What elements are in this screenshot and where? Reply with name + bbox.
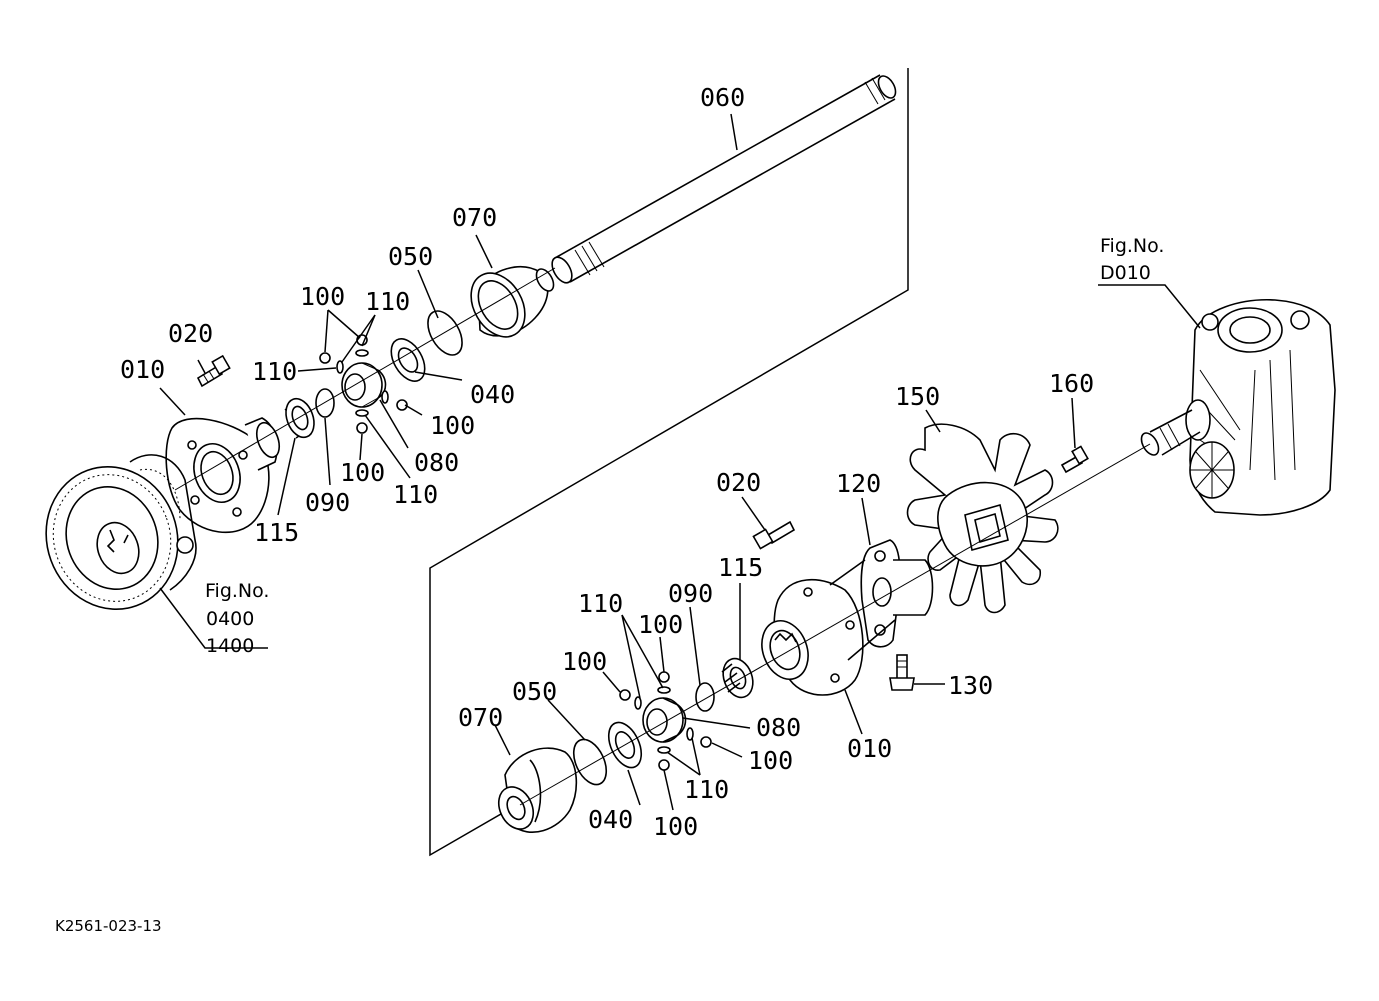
bolt-130 [889,654,915,691]
label-150: 150 [895,382,940,411]
label-010-upper: 010 [120,355,165,384]
label-060: 060 [700,83,745,112]
label-100-lower-c: 100 [748,746,793,775]
joint-080 [341,362,387,408]
diagram-code: K2561-023-13 [55,917,162,935]
pulley-housing [45,454,197,611]
label-020-upper: 020 [168,319,213,348]
label-115-upper: 115 [254,518,299,547]
boot-070 [470,266,555,338]
label-100-upper-c: 100 [340,458,385,487]
label-115-lower: 115 [718,553,763,582]
label-110-upper-a: 110 [365,287,410,316]
flange-010-upper [165,417,281,534]
figref-upper-right-line1: Fig.No. [1100,235,1164,257]
circlip-050-lower [572,738,608,786]
transmission-housing [1140,299,1336,516]
snap-ring-090 [315,388,335,418]
fan-150 [906,423,1059,614]
label-080-upper: 080 [414,448,459,477]
figref-upper-left-line2: 0400 [206,608,254,630]
joint-080-lower [642,697,687,743]
figref-upper-right-line2: D010 [1100,262,1151,284]
spring-115 [284,397,315,439]
label-040-lower: 040 [588,805,633,834]
axis-line-lower [519,443,1151,806]
label-070-upper: 070 [452,203,497,232]
shaft-060 [551,74,897,284]
boot-070-lower [497,747,578,834]
bolt-020-upper [196,354,231,388]
circlip-050 [427,310,463,356]
label-070-lower: 070 [458,703,503,732]
axis-line-upper [174,267,556,491]
upper-assembly: 060 070 050 100 110 110 020 010 040 100 … [45,74,897,657]
label-050-lower: 050 [512,677,557,706]
bolt-160 [1060,445,1089,474]
label-110-upper-b: 110 [252,357,297,386]
bolt-020-lower [752,520,796,550]
spring-115-lower [721,657,754,699]
leaders-lower [494,284,1201,811]
label-090-lower: 090 [668,579,713,608]
washer-040 [390,338,426,382]
label-100-lower-b: 100 [562,647,607,676]
label-160: 160 [1049,369,1094,398]
label-110-lower-b: 110 [684,775,729,804]
label-050-upper: 050 [388,242,433,271]
figref-upper-left-line1: Fig.No. [205,580,269,602]
label-040-upper: 040 [470,380,515,409]
label-100-lower-d: 100 [653,812,698,841]
label-110-upper-c: 110 [393,480,438,509]
leaders-upper [159,113,738,649]
label-100-upper-a: 100 [300,282,345,311]
label-020-lower: 020 [716,468,761,497]
snap-ring-090-lower [695,682,715,712]
label-080-lower: 080 [756,713,801,742]
label-110-lower-a: 110 [578,589,623,618]
label-130: 130 [948,671,993,700]
label-100-lower-a: 100 [638,610,683,639]
label-120: 120 [836,469,881,498]
figref-upper-left-line3: 1400 [206,635,254,657]
bracket-120 [860,539,934,648]
small-parts-lower [619,671,712,771]
assembly-frame [429,68,909,857]
label-090-upper: 090 [305,488,350,517]
label-100-upper-b: 100 [430,411,475,440]
label-010-lower: 010 [847,734,892,763]
lower-assembly: Fig.No. D010 020 120 150 160 115 090 110… [458,235,1336,841]
